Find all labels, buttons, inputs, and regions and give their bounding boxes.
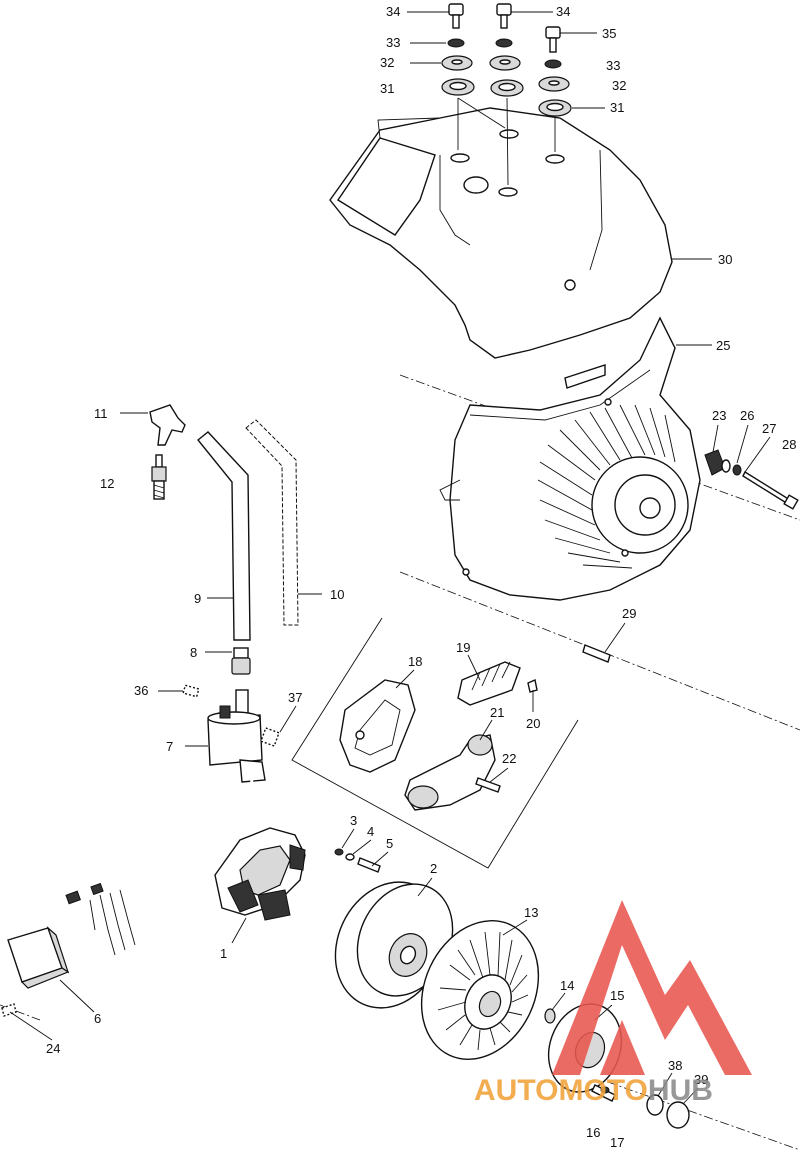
part-4 (345, 853, 355, 861)
callout-4: 4 (367, 824, 374, 839)
watermark-moto: MOTO (558, 1074, 647, 1107)
spark-plug-12 (151, 454, 167, 500)
callout-10: 10 (330, 587, 344, 602)
ignition-coil-7 (207, 689, 266, 783)
callout-14: 14 (560, 978, 574, 993)
callout-31-left: 31 (380, 81, 394, 96)
watermark-inner-triangle-icon (600, 1020, 645, 1075)
callout-28: 28 (782, 437, 796, 452)
washer-32-left (441, 55, 473, 71)
callout-9: 9 (194, 591, 201, 606)
part-27 (732, 464, 742, 476)
callout-27: 27 (762, 421, 776, 436)
callout-24: 24 (46, 1041, 60, 1056)
lockwasher-33-right (495, 38, 513, 48)
bolt-34-left (448, 3, 464, 29)
callout-labels: 34 34 35 33 33 32 32 31 31 30 25 23 26 2… (46, 4, 796, 1150)
screw-24 (1, 1003, 17, 1017)
nut-39 (666, 1101, 690, 1129)
callout-34-right: 34 (556, 4, 570, 19)
callout-31-right: 31 (610, 100, 624, 115)
callout-13: 13 (524, 905, 538, 920)
grommet-31-far (538, 99, 572, 117)
part-36 (182, 684, 200, 698)
top-fasteners (441, 3, 572, 117)
callout-6: 6 (94, 1011, 101, 1026)
watermark-logo: AUTOMOTOHUB (474, 900, 752, 1107)
callout-17: 17 (610, 1135, 624, 1150)
bolt-34-right (496, 3, 512, 29)
lockwasher-33-far (544, 59, 562, 69)
callout-36: 36 (134, 683, 148, 698)
callout-15: 15 (610, 988, 624, 1003)
washer-32-far (538, 76, 570, 92)
callout-33-right: 33 (606, 58, 620, 73)
callout-11: 11 (94, 406, 108, 421)
callout-32-right: 32 (612, 78, 626, 93)
callout-29: 29 (622, 606, 636, 621)
watermark-auto: AUTO (474, 1074, 558, 1107)
bolt-28 (742, 470, 799, 510)
callout-8: 8 (190, 645, 197, 660)
fan-13 (420, 920, 540, 1060)
lockwasher-33-left (447, 38, 465, 48)
spring-19 (457, 661, 521, 706)
callout-32-left: 32 (380, 55, 394, 70)
callout-23: 23 (712, 408, 726, 423)
callout-33-left: 33 (386, 35, 400, 50)
starter-plate-18 (339, 679, 416, 773)
callout-25: 25 (716, 338, 730, 353)
pin-14 (544, 1008, 556, 1024)
screw-5 (357, 857, 381, 873)
callout-3: 3 (350, 813, 357, 828)
bolt-35 (545, 26, 561, 53)
callout-21: 21 (490, 705, 504, 720)
callout-37: 37 (288, 690, 302, 705)
callout-34-left: 34 (386, 4, 400, 19)
callout-38: 38 (668, 1058, 682, 1073)
spark-plug-cap-11 (149, 404, 186, 446)
callout-16: 16 (586, 1125, 600, 1140)
leader-lines (9, 11, 771, 1105)
callout-22: 22 (502, 751, 516, 766)
stator-1 (214, 827, 306, 921)
callout-18: 18 (408, 654, 422, 669)
watermark-hub: HUB (648, 1074, 713, 1107)
housing-fasteners (704, 449, 799, 510)
callout-7: 7 (166, 739, 173, 754)
wiring-harness (20, 779, 254, 956)
callout-35: 35 (602, 26, 616, 41)
lockwasher-17 (600, 1086, 610, 1094)
callout-30: 30 (718, 252, 732, 267)
callout-5: 5 (386, 836, 393, 851)
grommet-31-left (441, 78, 475, 96)
washer-38 (646, 1094, 664, 1116)
pawl-21 (404, 734, 496, 811)
connector-8 (231, 647, 251, 675)
screw-22 (475, 777, 501, 793)
watermark-triangle-icon (552, 900, 752, 1075)
hose-10 (245, 419, 299, 626)
hose-9 (197, 431, 251, 641)
grommet-31-right (490, 79, 524, 97)
part-3 (334, 848, 344, 856)
callout-26: 26 (740, 408, 754, 423)
callout-20: 20 (526, 716, 540, 731)
callout-12: 12 (100, 476, 114, 491)
screw-20 (527, 679, 538, 693)
fan-cowl-30 (329, 97, 673, 359)
cdi-module-6 (7, 926, 70, 989)
bolt-29 (582, 644, 611, 663)
washer-32-right (489, 55, 521, 71)
callout-19: 19 (456, 640, 470, 655)
callout-2: 2 (430, 861, 437, 876)
fan-housing-25 (439, 316, 701, 601)
part-26 (721, 459, 731, 473)
part-37 (260, 727, 280, 747)
callout-1: 1 (220, 946, 227, 961)
svg-text:AUTOMOTOHUB: AUTOMOTOHUB (474, 1074, 713, 1107)
callout-39: 39 (694, 1072, 708, 1087)
